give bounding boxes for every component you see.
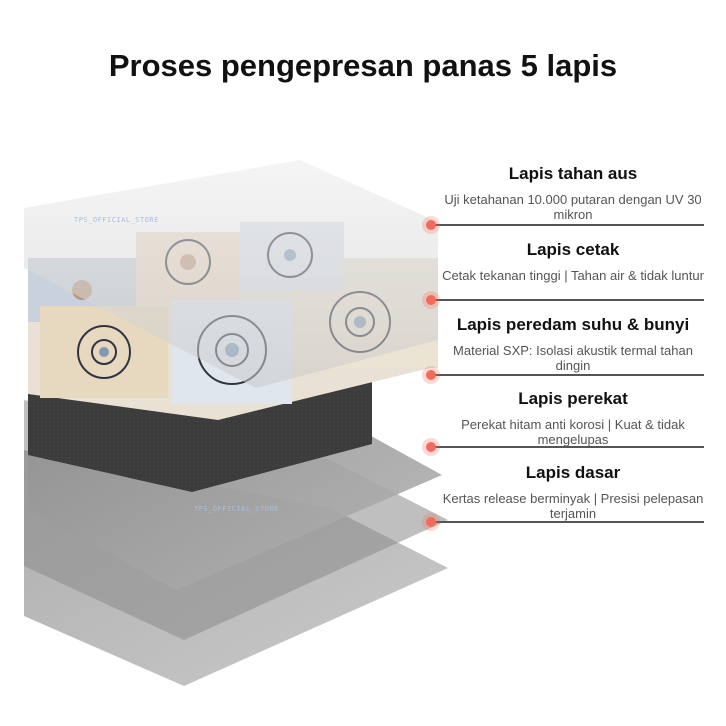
layer-label-adhesive: Lapis perekat Perekat hitam anti korosi … xyxy=(440,389,706,447)
marker-dot xyxy=(426,517,436,527)
layer-name: Lapis perekat xyxy=(518,389,628,408)
label-rule xyxy=(432,299,704,301)
marker-dot xyxy=(426,370,436,380)
layer-name: Lapis peredam suhu & bunyi xyxy=(456,315,690,334)
layer-name: Lapis dasar xyxy=(525,463,621,482)
label-rule xyxy=(432,446,704,448)
label-rule xyxy=(432,224,704,226)
label-rule xyxy=(432,374,704,376)
wear-layer xyxy=(24,160,438,388)
layer-label-insulation: Lapis peredam suhu & bunyi Material SXP:… xyxy=(440,315,706,373)
watermark-text: TPS_OFFICIAL_STORE xyxy=(74,216,159,224)
layer-name: Lapis cetak xyxy=(526,240,620,259)
marker-dot xyxy=(426,442,436,452)
layer-description: Cetak tekanan tinggi | Tahan air & tidak… xyxy=(442,268,704,283)
layer-label-print: Lapis cetak Cetak tekanan tinggi | Tahan… xyxy=(440,240,706,283)
layer-label-wear: Lapis tahan aus Uji ketahanan 10.000 put… xyxy=(440,164,706,222)
label-rule xyxy=(432,521,704,523)
watermark-text: TPS_OFFICIAL_STORE xyxy=(194,505,279,513)
layer-description: Material SXP: Isolasi akustik termal tah… xyxy=(453,343,693,373)
layer-description: Perekat hitam anti korosi | Kuat & tidak… xyxy=(461,417,685,447)
layer-label-base: Lapis dasar Kertas release berminyak | P… xyxy=(440,463,706,521)
layer-name: Lapis tahan aus xyxy=(508,164,638,183)
marker-dot xyxy=(426,220,436,230)
layer-description: Uji ketahanan 10.000 putaran dengan UV 3… xyxy=(444,192,702,222)
marker-dot xyxy=(426,295,436,305)
layer-description: Kertas release berminyak | Presisi pelep… xyxy=(442,491,704,521)
page-title: Proses pengepresan panas 5 lapis xyxy=(108,48,618,83)
